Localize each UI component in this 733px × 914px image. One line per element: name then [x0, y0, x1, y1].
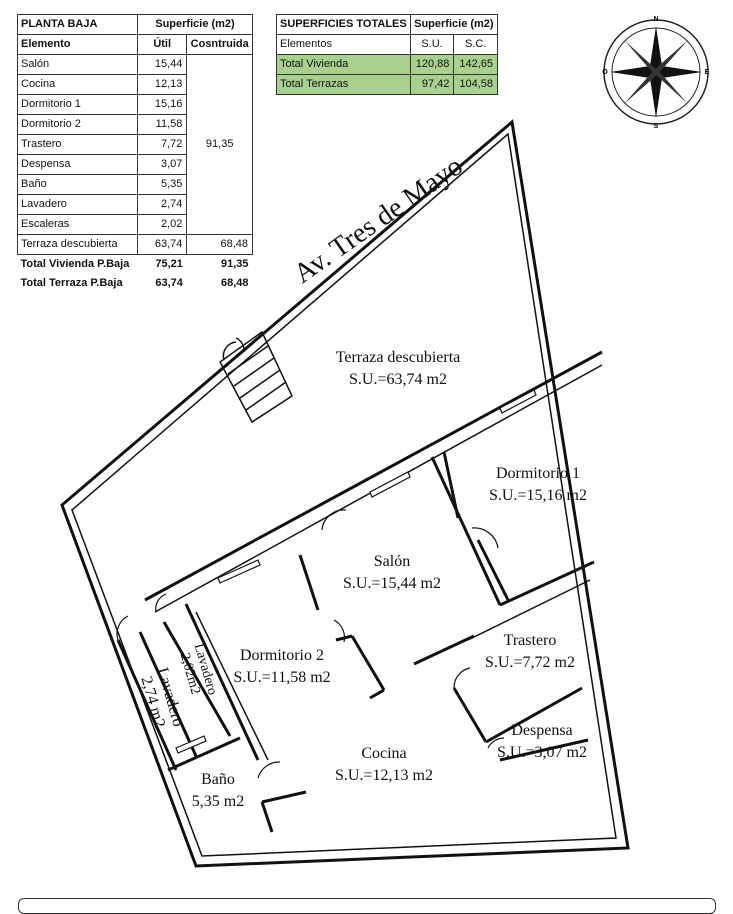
superficies-totales-table: SUPERFICIES TOTALES Superficie (m2) Elem… [276, 14, 499, 95]
room-terraza-name: Terraza descubierta [336, 349, 461, 366]
room-salon-area: S.U.=15,44 m2 [343, 575, 441, 592]
room-terraza-area: S.U.=63,74 m2 [349, 371, 447, 388]
superficie-header: Superficie (m2) [409, 14, 499, 35]
door-swings [116, 509, 505, 779]
compass-south: S [654, 123, 659, 130]
compass-west: O [602, 69, 608, 76]
row-util: 11,58 [136, 114, 188, 135]
row-su: 97,42 [409, 74, 455, 95]
room-bano-name: Baño [201, 771, 235, 788]
row-name: Dormitorio 1 [17, 94, 138, 115]
table-row: Salón 15,44 91,35 [17, 54, 253, 235]
compass-rose-icon: N S E O [602, 16, 709, 130]
row-name: Trastero [17, 134, 138, 155]
table-header-row: SUPERFICIES TOTALES Superficie (m2) [276, 14, 499, 35]
room-despensa-name: Despensa [511, 722, 572, 739]
table-row: Terraza descubierta 63,74 68,48 [17, 234, 253, 255]
room-bano-area: 5,35 m2 [192, 793, 244, 810]
col-construida: Cosntruida [186, 34, 253, 55]
compass-north: N [653, 16, 658, 23]
outer-walls [60, 119, 630, 868]
col-sc: S.C. [453, 34, 498, 55]
total-vivienda-util: 75,21 [155, 258, 183, 270]
room-cocina-area: S.U.=12,13 m2 [335, 767, 433, 784]
compass-east: E [705, 69, 710, 76]
construida-merged: 91,35 [186, 54, 253, 235]
total-row: Total Terraza P.Baja 63,74 68,48 [18, 274, 253, 293]
total-vivienda-name: Total Vivienda P.Baja [20, 258, 130, 270]
stairs [219, 330, 293, 424]
interior-walls [116, 350, 603, 833]
col-elementos: Elementos [276, 34, 411, 55]
total-terraza-construida: 68,48 [220, 277, 249, 289]
total-vivienda-construida: 91,35 [220, 258, 249, 270]
row-name: Total Terrazas [276, 74, 411, 95]
total-terraza-util: 63,74 [155, 277, 183, 289]
table-header-row: Elementos S.U. S.C. [276, 34, 498, 55]
bottom-frame [18, 898, 716, 914]
room-dormitorio2-area: S.U.=11,58 m2 [233, 669, 330, 686]
table-row: Total Terrazas 97,42 104,58 [276, 74, 498, 95]
row-util: 63,74 [136, 234, 188, 255]
row-util: 12,13 [136, 74, 188, 95]
room-despensa-area: S.U.=3,07 m2 [497, 744, 587, 761]
street-label: Av. Tres de Mayo [288, 151, 468, 290]
row-sc: 142,65 [453, 54, 498, 75]
total-terraza-name: Total Terraza P.Baja [20, 277, 123, 289]
row-name: Dormitorio 2 [17, 114, 138, 135]
row-name: Terraza descubierta [17, 234, 138, 255]
row-sc: 104,58 [453, 74, 498, 95]
row-util: 3,07 [136, 154, 188, 175]
room-trastero-area: S.U.=7,72 m2 [485, 654, 575, 671]
row-construida: 68,48 [186, 234, 253, 255]
room-dormitorio2-name: Dormitorio 2 [240, 647, 324, 664]
room-labels: Terraza descubierta S.U.=63,74 m2 Dormit… [137, 349, 587, 810]
windows [175, 389, 537, 754]
planta-baja-table: PLANTA BAJA Superficie (m2) Elemento Úti… [17, 14, 254, 293]
room-salon-name: Salón [374, 553, 410, 570]
room-trastero-name: Trastero [504, 632, 557, 649]
room-dormitorio1-name: Dormitorio 1 [496, 465, 580, 482]
row-name: Escaleras [17, 214, 138, 235]
room-dormitorio1-area: S.U.=15,16 m2 [489, 487, 587, 504]
room-cocina-name: Cocina [361, 745, 406, 762]
total-row: Total Vivienda P.Baja 75,21 91,35 [18, 255, 253, 275]
